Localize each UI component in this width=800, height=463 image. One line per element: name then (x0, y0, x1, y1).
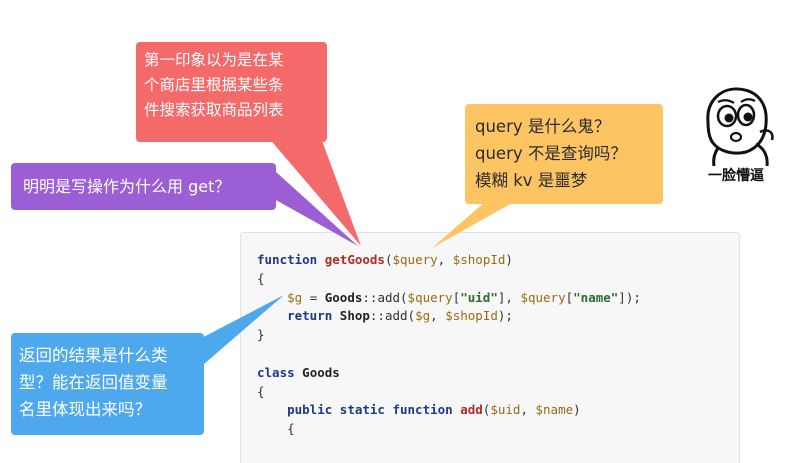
code-token: ( (482, 402, 491, 418)
red-comment-bubble: 第一印象以为是在某 个商店里根据某些条 件搜索获取商品列表 (136, 42, 327, 142)
code-line: class Goods (257, 364, 641, 383)
code-panel: function getGoods($query, $shopId){ $g =… (240, 232, 740, 463)
code-line: function getGoods($query, $shopId) (257, 251, 641, 270)
red-bubble-line: 第一印象以为是在某 (144, 51, 284, 69)
confused-face-icon (706, 87, 774, 167)
code-token: ( (384, 252, 393, 267)
code-line: { (257, 383, 641, 402)
code-line: { (257, 270, 641, 289)
code-line: $g = Goods::add($query["uid"], $query["n… (257, 289, 641, 308)
blue-bubble-line: 返回的结果是什么类 (19, 346, 168, 365)
code-token: $query (392, 252, 438, 267)
code-token: ::add( (362, 289, 408, 305)
yellow-comment-bubble: query 是什么鬼？ query 不是查询吗？ 模糊 kv 是噩梦 (465, 104, 663, 204)
code-token: "uid" (460, 289, 498, 305)
code-token: } (257, 327, 265, 343)
purple-bubble-tail (258, 172, 358, 246)
yellow-bubble-tail (432, 194, 528, 248)
red-bubble-line: 个商店里根据某些条 (144, 76, 284, 94)
code-token: , (520, 402, 536, 418)
code-block: function getGoods($query, $shopId){ $g =… (257, 251, 641, 439)
code-token: { (257, 421, 295, 437)
meme-caption: 一脸懵逼 (708, 168, 764, 184)
code-token: public static function (287, 402, 453, 418)
code-token: Goods (324, 289, 363, 305)
code-token: ], (497, 289, 521, 305)
code-token: $query (520, 289, 566, 305)
code-token: ) (573, 402, 581, 418)
code-line: public static function add($uid, $name) (257, 401, 641, 420)
yellow-bubble-line: query 不是查询吗？ (475, 144, 627, 163)
red-bubble-tail (262, 130, 361, 246)
code-token: Shop (339, 308, 370, 324)
blue-bubble-tail (194, 295, 284, 364)
code-token: ]); (618, 289, 641, 305)
code-token: Goods (302, 364, 340, 380)
code-token: { (257, 383, 265, 399)
code-token: $g (287, 289, 303, 305)
code-token: function (257, 252, 318, 267)
code-line: } (257, 326, 641, 345)
code-token: $g (415, 308, 431, 324)
code-token: add (460, 402, 483, 418)
code-token: ::add( (369, 308, 416, 324)
code-token: "name" (573, 289, 619, 305)
blue-bubble-line: 名里体现出来吗？ (19, 400, 151, 419)
code-token: [ (565, 289, 574, 305)
code-token: $shopId (452, 252, 506, 267)
code-token: [ (452, 289, 461, 305)
code-token: ) (505, 252, 513, 267)
yellow-bubble-line: query 是什么鬼？ (475, 117, 611, 136)
code-token: , (430, 308, 446, 324)
code-token: $query (407, 289, 453, 305)
code-token: = (302, 289, 325, 305)
yellow-bubble-line: 模糊 kv 是噩梦 (475, 171, 588, 190)
blue-bubble-line: 型？能在返回值变量 (19, 373, 168, 392)
blue-comment-bubble: 返回的结果是什么类 型？能在返回值变量 名里体现出来吗？ (11, 333, 204, 435)
purple-comment-bubble: 明明是写操作为什么用 get？ (11, 163, 276, 210)
code-token: $name (535, 402, 574, 418)
red-bubble-line: 件搜索获取商品列表 (144, 101, 284, 119)
code-token: $uid (490, 402, 521, 418)
code-token: , (437, 252, 453, 267)
code-token: class (257, 364, 295, 380)
code-token: ); (497, 308, 513, 324)
code-token: { (257, 270, 265, 286)
code-token: return (287, 308, 333, 324)
code-line: { (257, 420, 641, 439)
code-line: return Shop::add($g, $shopId); (257, 307, 641, 326)
code-token: $shopId (445, 308, 498, 324)
code-token: getGoods (324, 252, 385, 267)
purple-bubble-text: 明明是写操作为什么用 get？ (23, 177, 231, 196)
